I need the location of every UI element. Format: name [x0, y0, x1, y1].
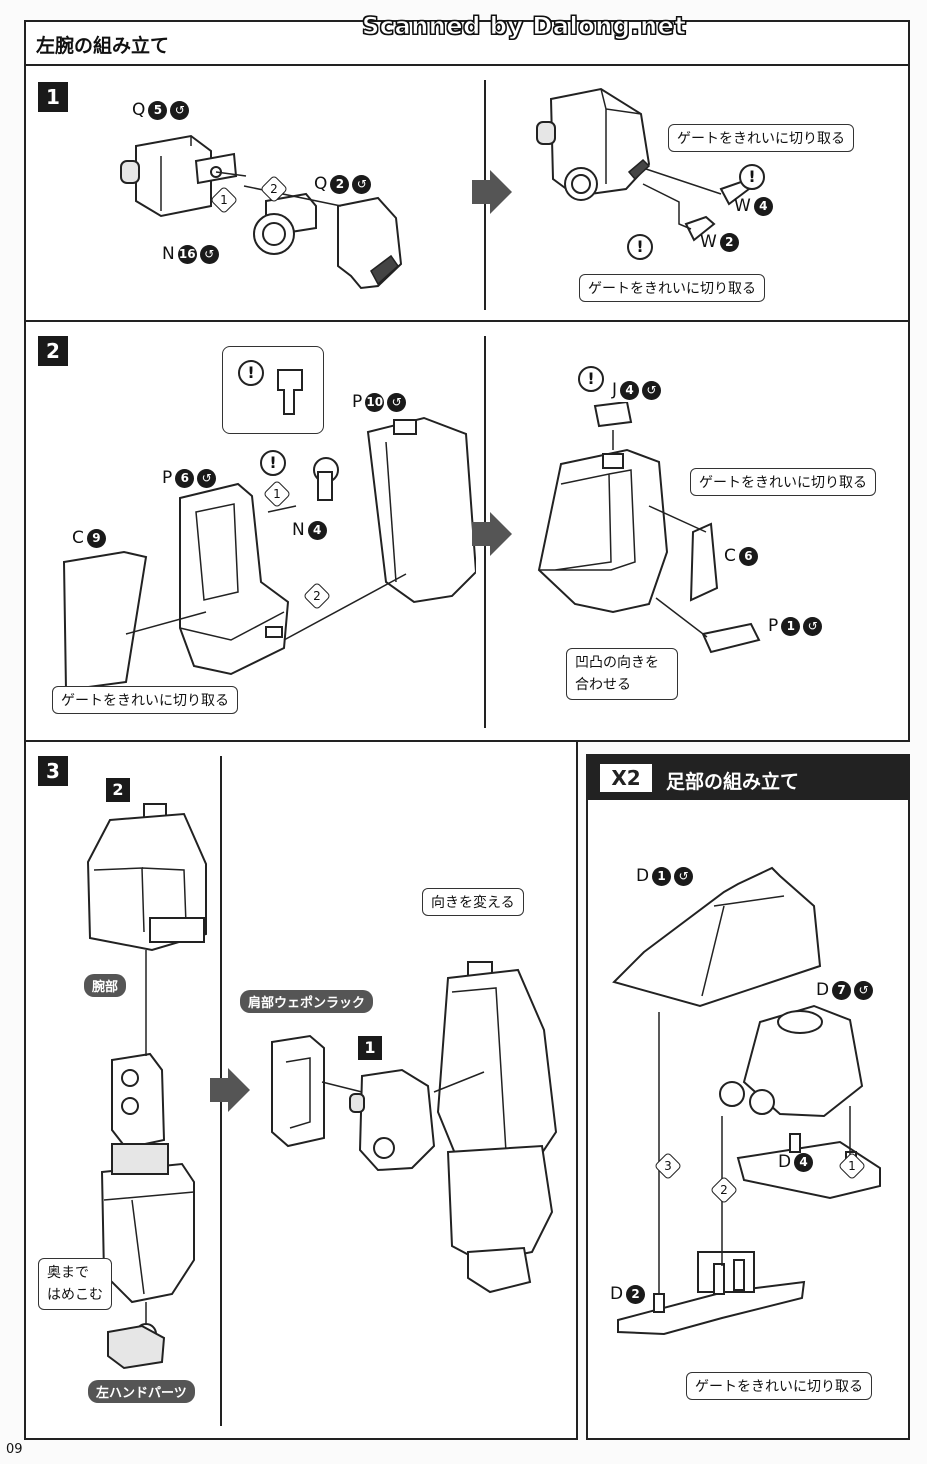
weapon-rack-pill: 肩部ウェポンラック	[240, 990, 374, 1013]
hand-part-drawing	[107, 1324, 166, 1370]
align-callout: 凹凸の向きを 合わせる	[566, 648, 678, 700]
next-arrow-icon	[472, 170, 512, 214]
push-in-callout: 奥まで はめこむ	[38, 1258, 112, 1310]
detail-inset	[222, 346, 324, 434]
gate-cut-icon: ↺	[197, 468, 217, 488]
step-1-right-diagram	[536, 87, 751, 242]
exclamation-icon: !	[739, 164, 765, 190]
detail-part-drawing	[277, 369, 303, 415]
turn-callout: 向きを変える	[422, 888, 524, 916]
times-two-badge: X2	[600, 764, 652, 792]
ref-step-2: 2	[106, 778, 130, 802]
gate-cut-icon: ↺	[674, 866, 694, 886]
gate-cut-icon: ↺	[387, 392, 407, 412]
leg-assembly-title: 足部の組み立て	[666, 771, 800, 793]
step-1-left-diagram	[120, 134, 403, 290]
gate-cut-icon: ↺	[854, 980, 874, 1000]
step-number: 1	[38, 82, 68, 112]
gate-cut-icon: ↺	[352, 174, 372, 194]
gate-cut-icon: ↺	[803, 616, 823, 636]
ref-step-1: 1	[358, 1036, 382, 1060]
section-title: 左腕の組み立て	[36, 35, 170, 57]
leg-assembly-header: X2 足部の組み立て	[588, 756, 908, 800]
step-3-panel: 3 2 腕部 奥まで はめこむ 左ハンドパーツ 肩部ウェポンラック 1 向きを変…	[24, 740, 578, 1440]
section-header: 左腕の組み立て	[24, 20, 910, 66]
next-arrow-icon	[210, 1068, 250, 1112]
gate-cut-icon: ↺	[642, 380, 662, 400]
step-2-left-diagram	[62, 416, 476, 692]
gate-cut-callout: ゲートをきれいに切り取る	[579, 274, 765, 302]
page-number: 09	[6, 1442, 23, 1457]
step-number: 3	[38, 756, 68, 786]
gate-cut-callout: ゲートをきれいに切り取る	[690, 468, 876, 496]
arm-part-pill: 腕部	[84, 974, 127, 997]
leg-assembly-diagram	[612, 866, 881, 1336]
step-3-left-diagram	[86, 803, 207, 1360]
exclamation-icon: !	[578, 366, 604, 392]
gate-cut-icon: ↺	[199, 244, 219, 264]
step-2-right-diagram	[537, 402, 761, 654]
step-number: 2	[38, 336, 68, 366]
gate-cut-callout: ゲートをきれいに切り取る	[52, 686, 238, 714]
exclamation-icon: !	[238, 360, 264, 386]
gate-cut-icon: ↺	[170, 100, 190, 120]
gate-cut-callout: ゲートをきれいに切り取る	[668, 124, 854, 152]
gate-cut-callout: ゲートをきれいに切り取る	[686, 1372, 872, 1400]
hand-part-pill: 左ハンドパーツ	[88, 1380, 195, 1403]
exclamation-icon: !	[260, 450, 286, 476]
scan-watermark: Scanned by Dalong.net	[361, 12, 687, 41]
next-arrow-icon	[472, 512, 512, 556]
exclamation-icon: !	[627, 234, 653, 260]
step-3-right-diagram	[271, 961, 558, 1294]
